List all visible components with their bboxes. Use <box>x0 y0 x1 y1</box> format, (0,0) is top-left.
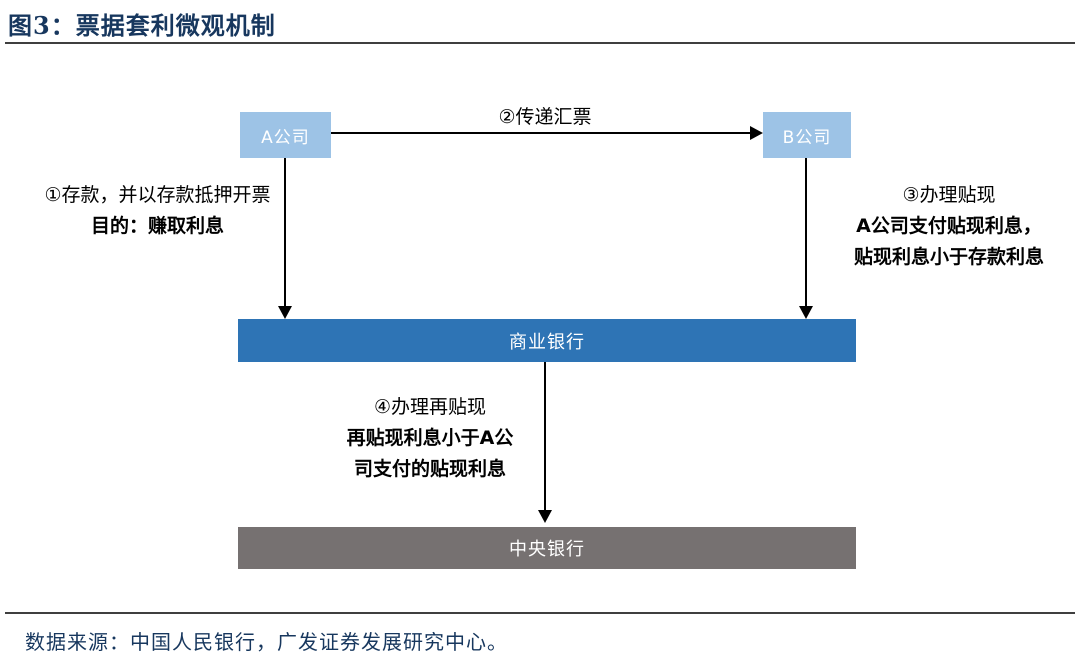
company-a-box: A公司 <box>240 112 331 158</box>
step3-line1: ③办理贴现 <box>902 184 996 206</box>
arrow-b-to-bank-line <box>805 158 807 308</box>
company-b-box: B公司 <box>763 112 851 158</box>
arrow-bank-to-central-head <box>538 510 552 523</box>
company-a-label: A公司 <box>261 127 310 148</box>
commercial-bank-bar: 商业银行 <box>238 319 856 362</box>
arrow-a-to-b-head <box>750 126 763 140</box>
step3-label: ③办理贴现 A公司支付贴现利息， 贴现利息小于存款利息 <box>820 180 1078 273</box>
source-note: 数据来源：中国人民银行，广发证券发展研究中心。 <box>25 630 508 654</box>
step1-line1: ①存款，并以存款抵押开票 <box>44 184 271 206</box>
step1-line2: 目的：赚取利息 <box>90 215 224 237</box>
arrow-a-to-bank-head <box>278 306 292 319</box>
commercial-bank-label: 商业银行 <box>509 331 585 353</box>
arrow-a-to-bank-line <box>284 158 286 308</box>
step3-line2: A公司支付贴现利息， <box>856 215 1042 237</box>
central-bank-bar: 中央银行 <box>238 527 856 569</box>
step1-label: ①存款，并以存款抵押开票 目的：赚取利息 <box>20 180 295 242</box>
step4-line3: 司支付的贴现利息 <box>353 458 506 480</box>
footer-divider <box>5 612 1075 614</box>
step4-line2: 再贴现利息小于A公 <box>346 427 514 449</box>
company-b-label: B公司 <box>782 127 832 148</box>
step2-label: ②传递汇票 <box>420 102 670 133</box>
title-divider <box>5 42 1075 44</box>
step4-label: ④办理再贴现 再贴现利息小于A公 司支付的贴现利息 <box>325 392 535 485</box>
arrow-a-to-b-line <box>331 132 753 134</box>
arrow-b-to-bank-head <box>799 306 813 319</box>
figure-title: 图3：票据套利微观机制 <box>8 11 276 40</box>
central-bank-label: 中央银行 <box>509 539 585 560</box>
step3-line3: 贴现利息小于存款利息 <box>853 246 1044 268</box>
arrow-bank-to-central-line <box>544 362 546 512</box>
step2-line1: ②传递汇票 <box>498 106 592 128</box>
step4-line1: ④办理再贴现 <box>373 396 487 418</box>
